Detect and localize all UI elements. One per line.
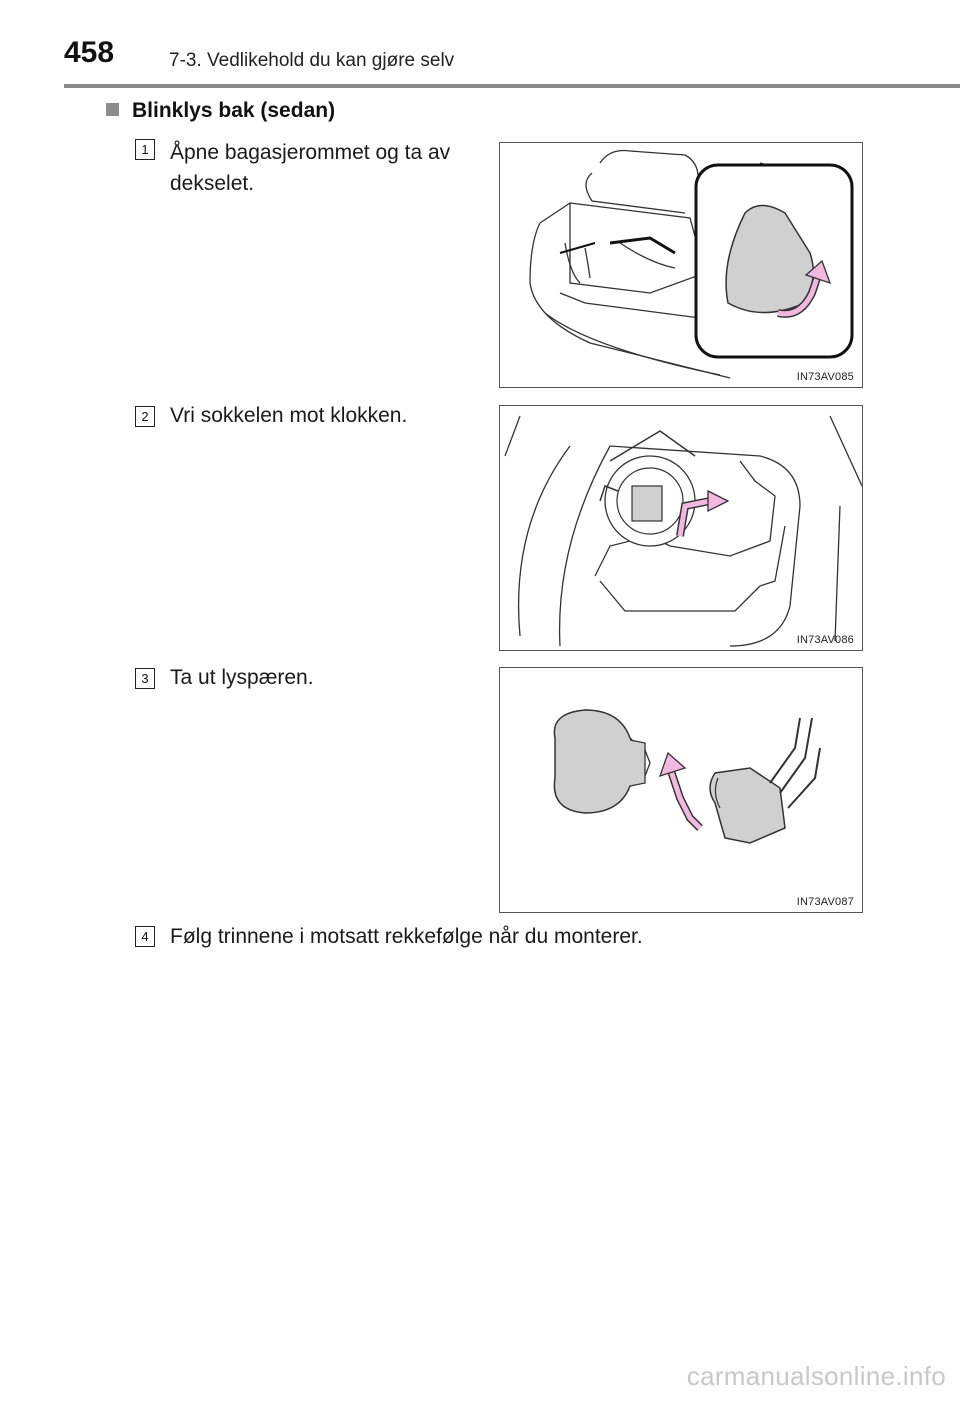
step-2-text: Vri sokkelen mot klokken.: [170, 404, 408, 427]
figure-open-trunk: IN73AV085: [499, 142, 863, 388]
step-1-badge: 1: [135, 139, 155, 160]
section-heading-text: Blinklys bak (sedan): [132, 99, 336, 122]
section-heading: Blinklys bak (sedan): [106, 99, 335, 123]
step-2-badge: 2: [135, 406, 155, 427]
step-4-badge: 4: [135, 926, 155, 947]
step-1-text: Åpne bagasjerommet og ta av dekselet.: [170, 141, 451, 195]
step-4-text: Følg trinnene i motsatt rekkefølge når d…: [170, 925, 643, 948]
watermark: carmanualsonline.info: [686, 1361, 946, 1391]
page-number: 458: [64, 36, 115, 69]
bulb-illustration: [553, 709, 821, 844]
figure-code-3: IN73AV087: [796, 896, 854, 908]
chapter-title: 7-3. Vedlikehold du kan gjøre selv: [169, 50, 455, 71]
trunk-illustration: [529, 149, 854, 379]
header-rule: [64, 84, 960, 88]
figure-remove-bulb: IN73AV087: [499, 667, 863, 913]
socket-illustration: [504, 415, 862, 647]
figure-code-2: IN73AV086: [796, 634, 854, 646]
figure-code-1: IN73AV085: [796, 371, 854, 383]
square-bullet-icon: [106, 103, 119, 116]
step-3-text: Ta ut lyspæren.: [170, 666, 314, 689]
step-3-badge: 3: [135, 668, 155, 689]
figure-turn-socket: IN73AV086: [499, 405, 863, 651]
